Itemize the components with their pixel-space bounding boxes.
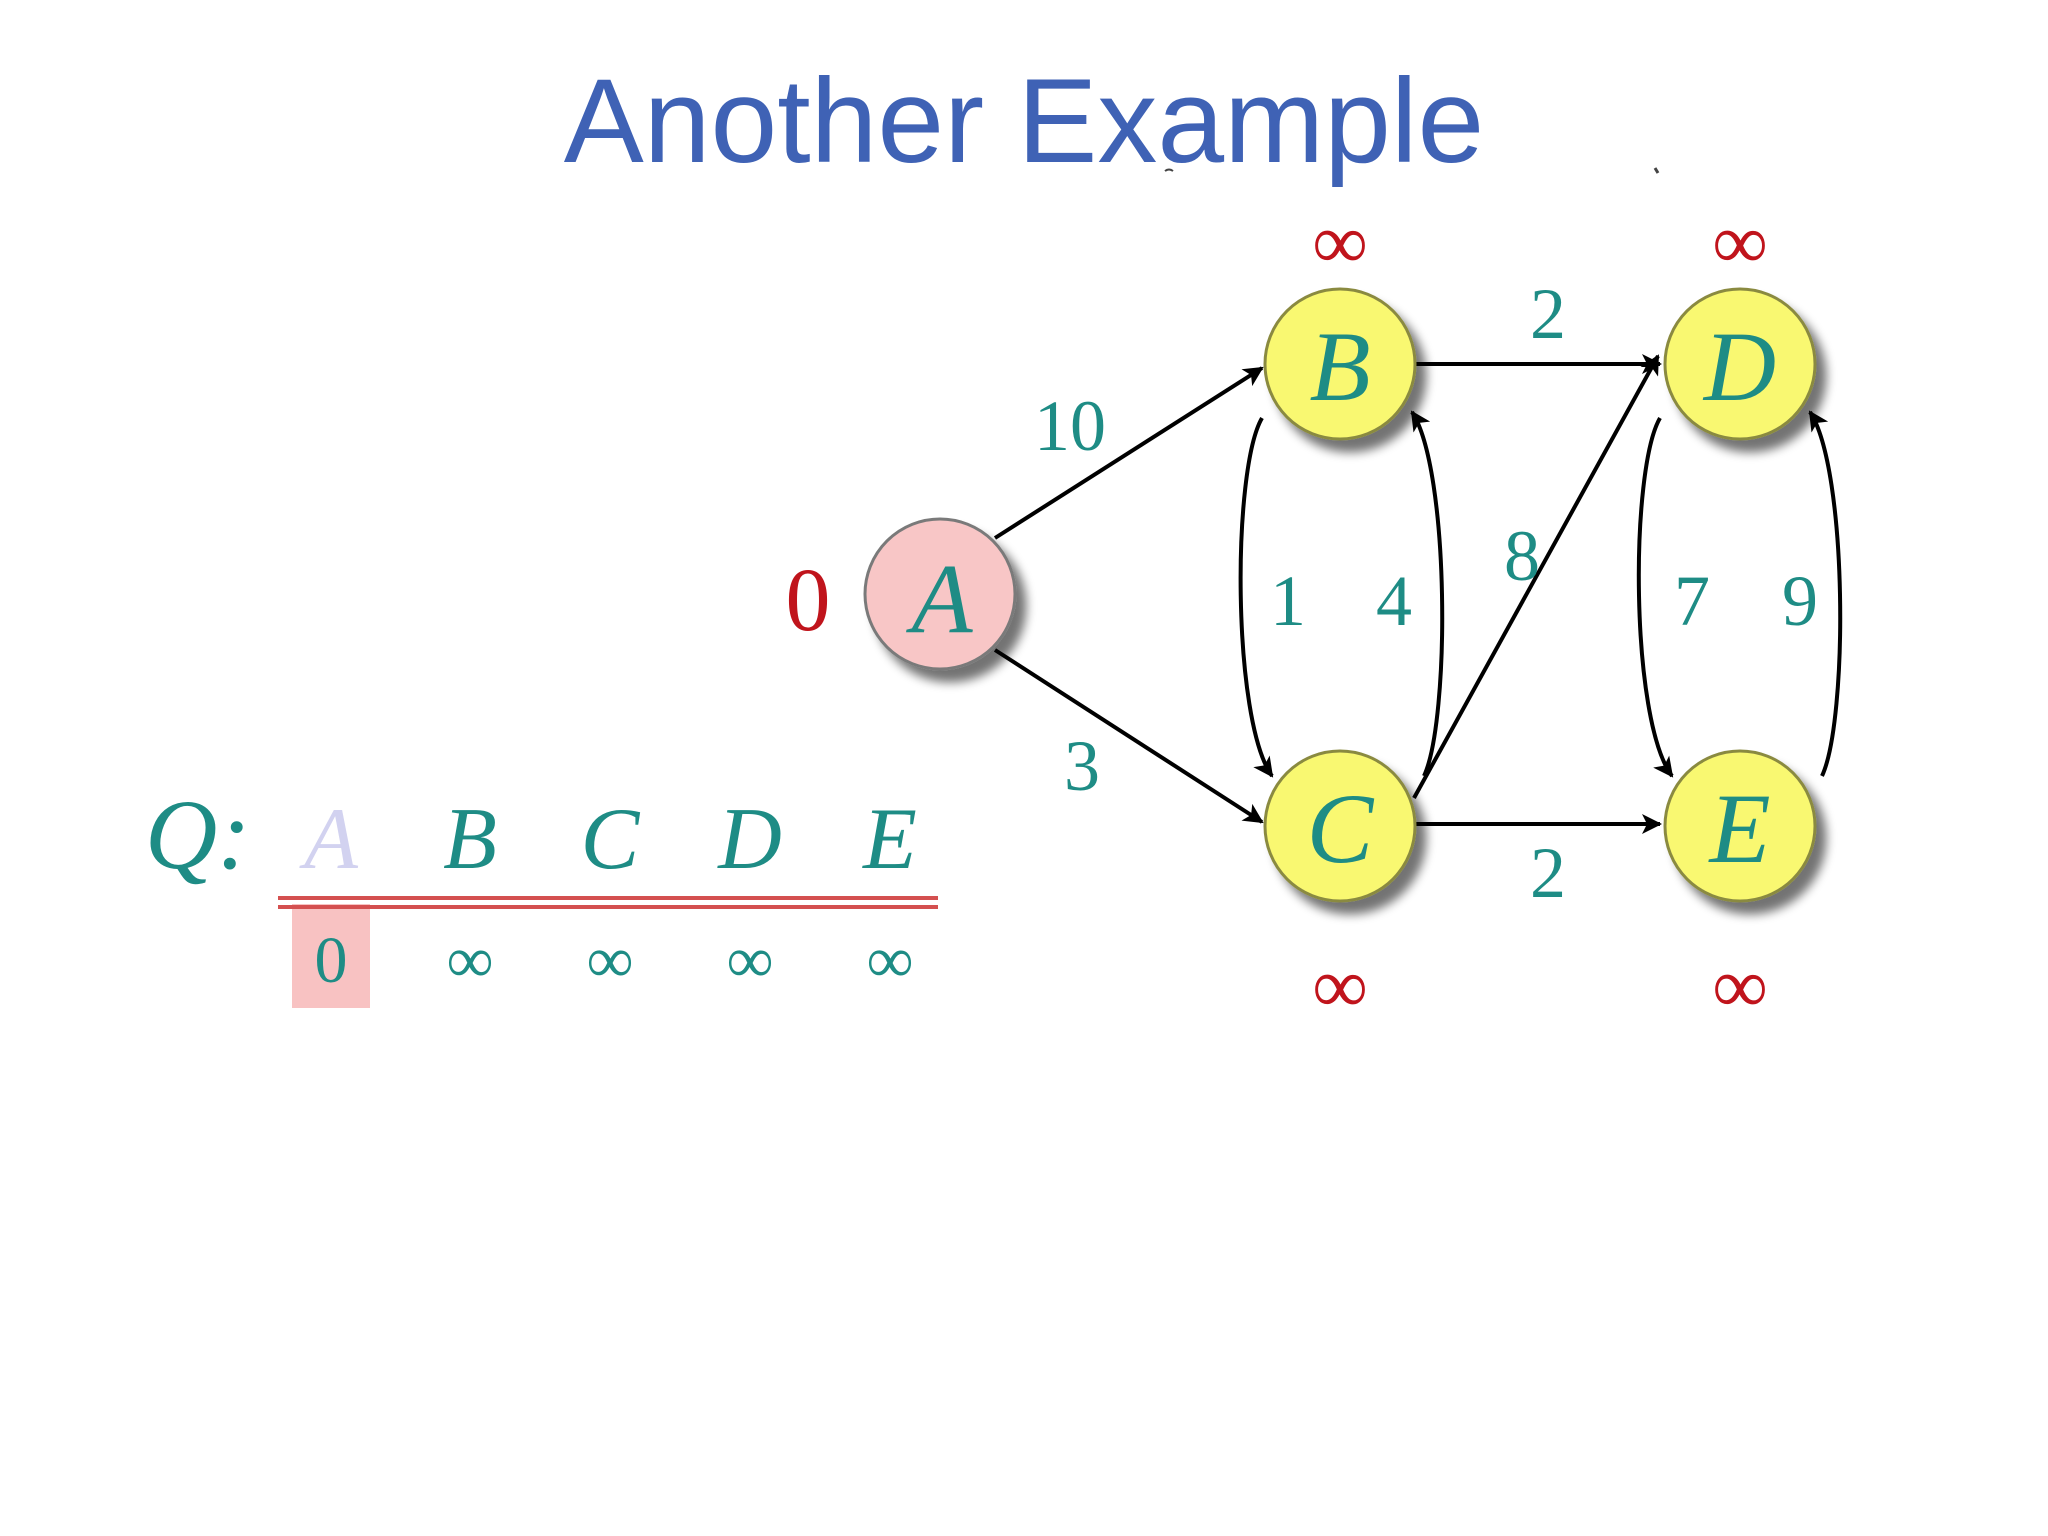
- edge-weight-a-c: 3: [1064, 726, 1100, 806]
- queue-key-a: A: [299, 791, 359, 888]
- node-a: A: [863, 517, 1017, 671]
- edge-weight-b-d: 2: [1530, 274, 1566, 354]
- queue-key-b: B: [443, 791, 497, 888]
- page-title: Another Example: [563, 54, 1485, 188]
- edge-c-d: [1412, 354, 1660, 799]
- node-label: E: [1707, 773, 1770, 884]
- edge-weight-a-b: 10: [1034, 386, 1106, 466]
- node-label: B: [1309, 311, 1370, 422]
- edges: [993, 354, 1843, 834]
- title-artifact: [1653, 167, 1660, 174]
- distance-labels: 0 ∞ ∞ ∞ ∞: [786, 198, 1768, 1029]
- distance-a: 0: [786, 551, 831, 650]
- node-label: A: [905, 543, 973, 654]
- queue-extracted-highlight: [292, 904, 370, 1008]
- distance-c: ∞: [1312, 942, 1368, 1029]
- edge-weights: 10 3 1 4 2 8 2 7 9: [1034, 274, 1818, 913]
- title-artifact: [1164, 168, 1174, 172]
- node-label: C: [1307, 773, 1375, 884]
- queue-value-d: ∞: [726, 924, 773, 997]
- edge-c-b: [1410, 410, 1445, 777]
- node-e: E: [1663, 749, 1817, 903]
- edge-b-c: [1238, 417, 1274, 778]
- queue-key-d: D: [717, 791, 782, 888]
- queue-key-c: C: [581, 791, 641, 888]
- node-d: D: [1663, 287, 1817, 441]
- node-c: C: [1263, 749, 1417, 903]
- nodes: A B C D E: [863, 287, 1817, 903]
- queue-value-a: 0: [315, 924, 348, 997]
- queue-value-c: ∞: [586, 924, 633, 997]
- edge-a-b: [993, 366, 1264, 540]
- edge-e-d: [1808, 410, 1843, 777]
- edge-d-e: [1636, 417, 1674, 778]
- distance-e: ∞: [1712, 942, 1768, 1029]
- edge-weight-c-e: 2: [1530, 833, 1566, 913]
- priority-queue: Q: A B C D E 0 ∞ ∞ ∞ ∞: [145, 779, 938, 1008]
- edge-weight-e-d: 9: [1782, 561, 1818, 641]
- edge-weight-b-c: 1: [1270, 561, 1306, 641]
- edge-a-c: [993, 648, 1264, 824]
- queue-label: Q:: [145, 779, 251, 890]
- distance-b: ∞: [1312, 198, 1368, 285]
- edge-weight-d-e: 7: [1674, 561, 1710, 641]
- distance-d: ∞: [1712, 198, 1768, 285]
- queue-value-b: ∞: [446, 924, 493, 997]
- edge-weight-c-d: 8: [1504, 516, 1540, 596]
- queue-value-e: ∞: [866, 924, 913, 997]
- edge-weight-c-b: 4: [1376, 561, 1412, 641]
- node-b: B: [1263, 287, 1417, 441]
- node-label: D: [1702, 311, 1776, 422]
- queue-key-e: E: [861, 791, 917, 888]
